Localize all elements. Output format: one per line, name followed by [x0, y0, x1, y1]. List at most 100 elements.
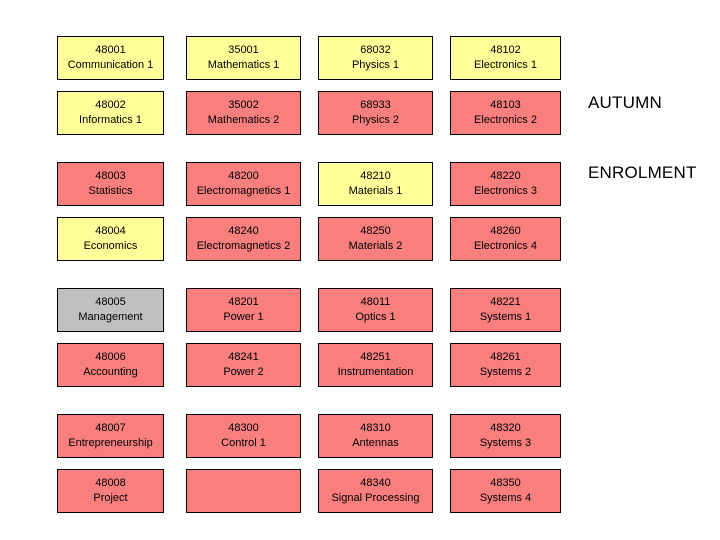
- page-title-line-1: AUTUMN: [588, 92, 662, 112]
- course-code: 48102: [490, 44, 521, 57]
- course-name: Mathematics 1: [207, 59, 280, 71]
- course-code: 48006: [95, 351, 126, 364]
- course-code: 48200: [228, 170, 259, 183]
- course-name: Electromagnetics 1: [196, 185, 291, 197]
- course-code: 48008: [95, 477, 126, 490]
- course-name: Systems 3: [479, 437, 532, 449]
- course-name: Electromagnetics 2: [196, 240, 291, 252]
- course-code: 48241: [228, 351, 259, 364]
- course-name: Economics: [83, 240, 138, 252]
- course-code: 48220: [490, 170, 521, 183]
- course-name: Systems 4: [479, 492, 532, 504]
- course-name: Physics 1: [351, 59, 400, 71]
- course-code: 68032: [360, 44, 391, 57]
- course-code: 48001: [95, 44, 126, 57]
- course-name: Optics 1: [355, 311, 396, 323]
- course-name: Communication 1: [67, 59, 154, 71]
- course-code: 48240: [228, 225, 259, 238]
- course-name: Systems 1: [479, 311, 532, 323]
- course-code: 35002: [228, 99, 259, 112]
- course-name: Informatics 1: [79, 114, 142, 126]
- course-code: 48011: [360, 296, 391, 309]
- course-name: Materials 2: [348, 240, 403, 252]
- course-name: Instrumentation: [337, 366, 414, 378]
- course-name: Antennas: [352, 437, 399, 449]
- course-code: 48310: [360, 422, 391, 435]
- course-name: Entrepreneurship: [68, 437, 153, 449]
- course-code: 48201: [228, 296, 259, 309]
- course-name: Statistics: [88, 185, 133, 197]
- page-title: AUTUMN ENROLMENT: [588, 44, 697, 208]
- course-code: 48002: [95, 99, 126, 112]
- course-code: 48250: [360, 225, 391, 238]
- course-name: Control 1: [221, 437, 266, 449]
- course-code: 48007: [95, 422, 126, 435]
- course-name: Power 2: [223, 366, 264, 378]
- course-code: 48340: [360, 477, 391, 490]
- course-name: Management: [78, 311, 143, 323]
- course-code: 48003: [95, 170, 126, 183]
- course-code: 48261: [490, 351, 521, 364]
- page-title-line-2: ENROLMENT: [588, 163, 697, 183]
- course-name: Mathematics 2: [207, 114, 280, 126]
- course-code: 48004: [95, 225, 126, 238]
- course-code: 48320: [490, 422, 521, 435]
- course-box-empty[interactable]: [186, 469, 301, 513]
- course-name: Accounting: [83, 366, 138, 378]
- course-name: Physics 2: [351, 114, 400, 126]
- course-name: Systems 2: [479, 366, 532, 378]
- course-code: 48251: [360, 351, 391, 364]
- course-code: 48210: [360, 170, 391, 183]
- course-code: 48005: [95, 296, 126, 309]
- course-code: 35001: [228, 44, 259, 57]
- course-code: 48103: [490, 99, 521, 112]
- course-code: 48300: [228, 422, 259, 435]
- course-name: Power 1: [223, 311, 264, 323]
- course-name: Electronics 2: [474, 114, 537, 126]
- course-name: Electronics 1: [474, 59, 537, 71]
